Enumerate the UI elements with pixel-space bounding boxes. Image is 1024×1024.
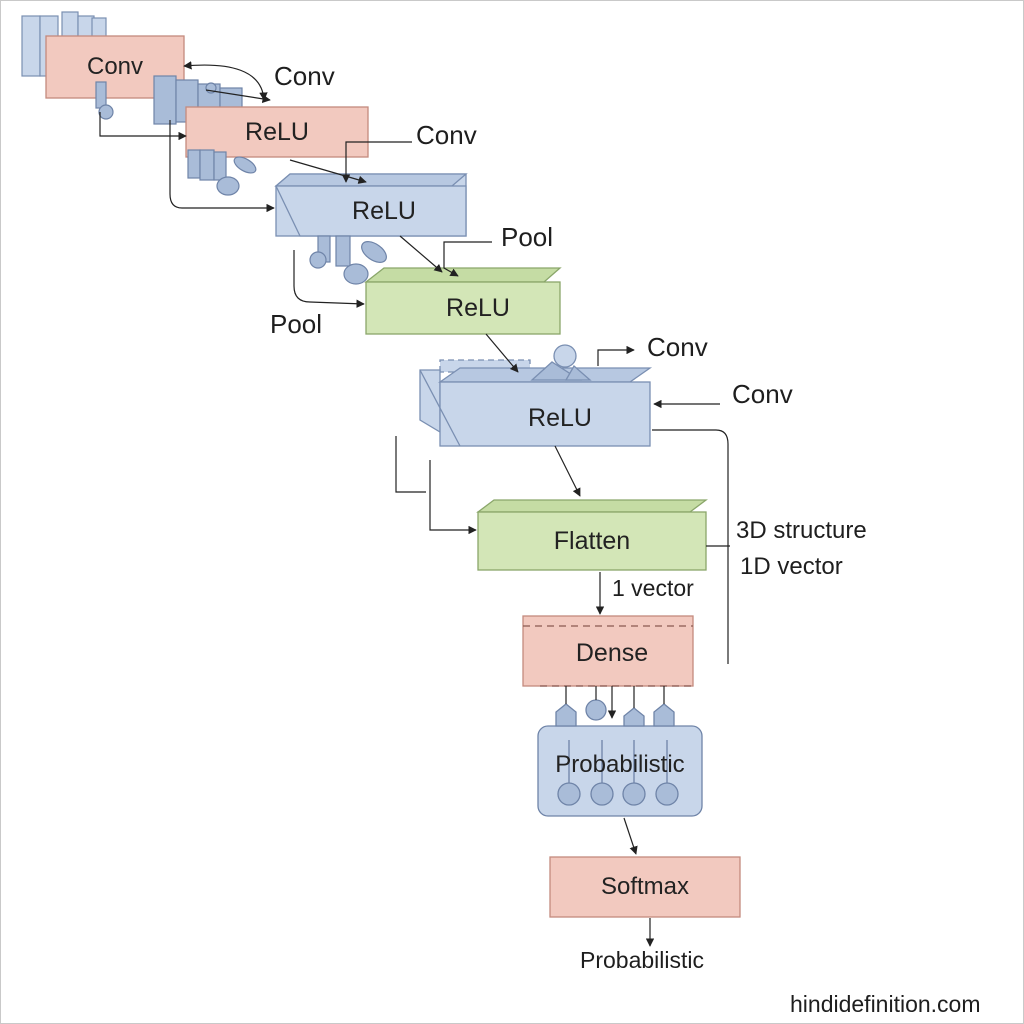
flatten-label: Flatten xyxy=(553,526,631,555)
structure-3d-label: 3D structure xyxy=(736,517,867,544)
connectors xyxy=(99,61,730,947)
softmax-label: Softmax xyxy=(600,873,690,900)
relu-1-block xyxy=(185,106,369,158)
conv-label-3: Conv xyxy=(647,332,708,362)
conv-label-2: Conv xyxy=(416,120,477,150)
vector-1d-label: 1D vector xyxy=(740,553,843,580)
vector-1-label: 1 vector xyxy=(612,575,694,601)
relu-2-label: ReLU xyxy=(352,196,416,225)
relu-1-label: ReLU xyxy=(245,117,309,146)
relu-2-block xyxy=(274,173,468,237)
softmax-block xyxy=(549,856,741,918)
watermark: hindidefinition.com xyxy=(790,991,981,1017)
probabilistic-block-label: Probabilistic xyxy=(555,751,685,778)
flatten-block xyxy=(476,499,708,571)
relu-4-label: ReLU xyxy=(528,403,592,432)
relu-4-block xyxy=(419,344,653,447)
small-nodes-2 xyxy=(187,149,257,196)
conv-label-4: Conv xyxy=(732,379,793,409)
probabilistic-block xyxy=(537,699,703,817)
conv-top-label: Conv xyxy=(86,53,144,80)
relu-3-block xyxy=(364,267,562,335)
relu-3-label: ReLU xyxy=(446,293,510,322)
pool-label-2: Pool xyxy=(270,309,323,339)
output-probabilistic-label: Probabilistic xyxy=(580,947,704,973)
dense-block xyxy=(522,615,694,687)
conv-label-1: Conv xyxy=(274,61,335,91)
dense-label: Dense xyxy=(575,638,649,667)
small-nodes-3 xyxy=(309,235,387,285)
pool-label-1: Pool xyxy=(501,222,554,252)
